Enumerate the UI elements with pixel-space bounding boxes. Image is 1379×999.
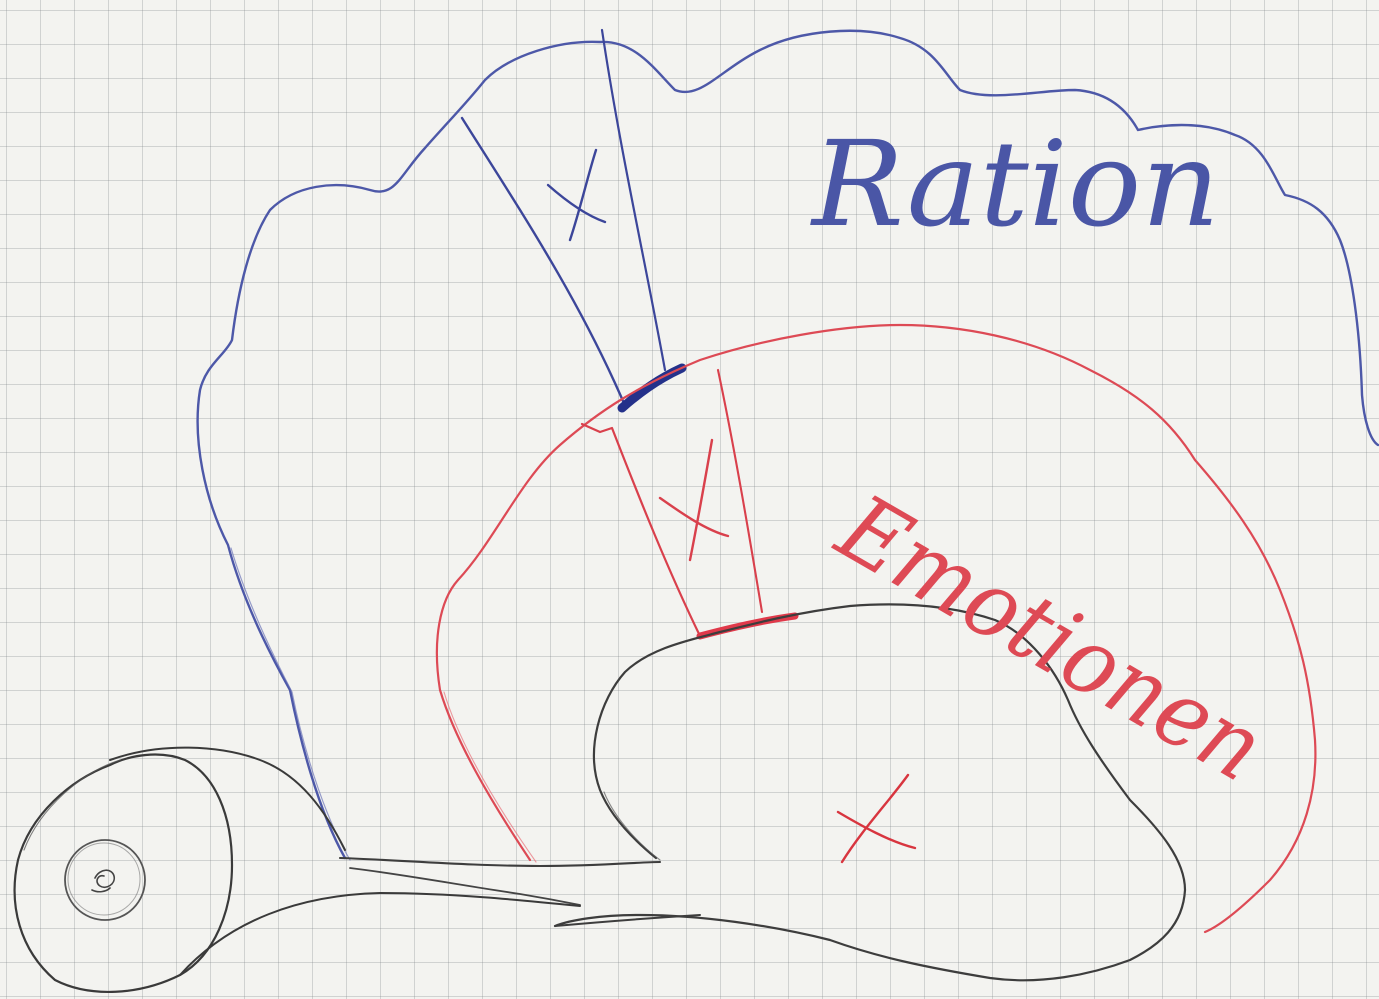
ration-outline-overstroke bbox=[231, 548, 350, 860]
core-x-mark bbox=[838, 775, 915, 862]
emotionen-label: Emotionen bbox=[819, 473, 1281, 802]
ration-x-mark bbox=[548, 150, 605, 240]
ration-wedge-left-line bbox=[462, 118, 626, 408]
cerebellum-tail-lower bbox=[180, 893, 580, 975]
emotionen-x-text: x bbox=[675, 527, 676, 529]
emotionen-outline-overstroke bbox=[444, 692, 536, 862]
emotionen-x-mark bbox=[660, 440, 728, 560]
cerebellum-inner-circle-2 bbox=[68, 843, 140, 915]
cerebellum-center-swirl bbox=[92, 870, 114, 892]
emotionen-wedge-right-line bbox=[718, 370, 762, 612]
stem-line-upper bbox=[340, 858, 660, 866]
ration-x-text: x bbox=[560, 211, 561, 213]
core-outline-overstroke bbox=[604, 792, 660, 860]
ration-wedge-right-line bbox=[602, 30, 665, 370]
ration-connector-mark bbox=[622, 368, 682, 408]
emotionen-wedge-left-line bbox=[582, 424, 700, 636]
stem-line-middle bbox=[350, 868, 580, 905]
cerebellum-outline-overstroke bbox=[24, 760, 120, 850]
cerebellum-inner-circle bbox=[65, 840, 145, 920]
ration-label: Ration bbox=[810, 115, 1220, 253]
emotionen-outline bbox=[437, 325, 1316, 932]
